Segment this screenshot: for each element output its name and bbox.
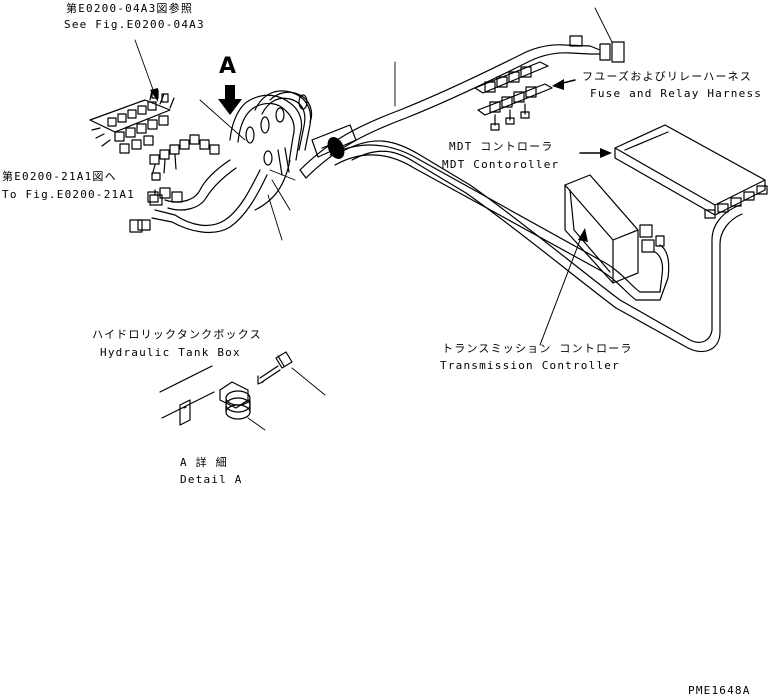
fuse-relay-block (474, 61, 576, 131)
junction-sleeve (311, 124, 357, 159)
main-harness (299, 44, 743, 353)
transmission-label-jp: トランスミッション コントローラ (442, 342, 633, 355)
to-fig-label-jp: 第E0200-21A1図へ (2, 170, 117, 183)
fuse-relay-label-jp: フユーズおよびリレーハーネス (582, 70, 753, 83)
leader-lines (134, 7, 613, 241)
hydraulic-tank-label-en: Hydraulic Tank Box (100, 346, 241, 359)
fuse-relay-label-en: Fuse and Relay Harness (590, 87, 763, 100)
mdt-controller (579, 124, 768, 219)
see-fig-label-jp: 第E0200-04A3図参照 (66, 2, 194, 15)
transmission-controller (539, 174, 665, 346)
transmission-label-en: Transmission Controller (440, 359, 620, 372)
hydraulic-tank-label-jp: ハイドロリックタンクボックス (92, 328, 262, 341)
to-fig-label-en: To Fig.E0200-21A1 (2, 188, 135, 201)
end-connector (129, 219, 143, 233)
connector-cluster-left (89, 89, 220, 233)
detail-a-label-jp: A 詳 細 (180, 456, 228, 469)
drawing-code: PME1648A (688, 684, 751, 697)
detail-a-drawing (159, 351, 326, 431)
arrow-a-letter: A (219, 54, 237, 79)
mdt-label-en: MDT Contoroller (442, 158, 560, 171)
left-harness-loops (137, 90, 313, 234)
see-fig-label-en: See Fig.E0200-04A3 (64, 18, 205, 31)
mdt-label-jp: MDT コントローラ (449, 140, 554, 153)
detail-a-label-en: Detail A (180, 473, 243, 486)
top-connectors (569, 35, 625, 63)
arrow-a (218, 85, 242, 115)
